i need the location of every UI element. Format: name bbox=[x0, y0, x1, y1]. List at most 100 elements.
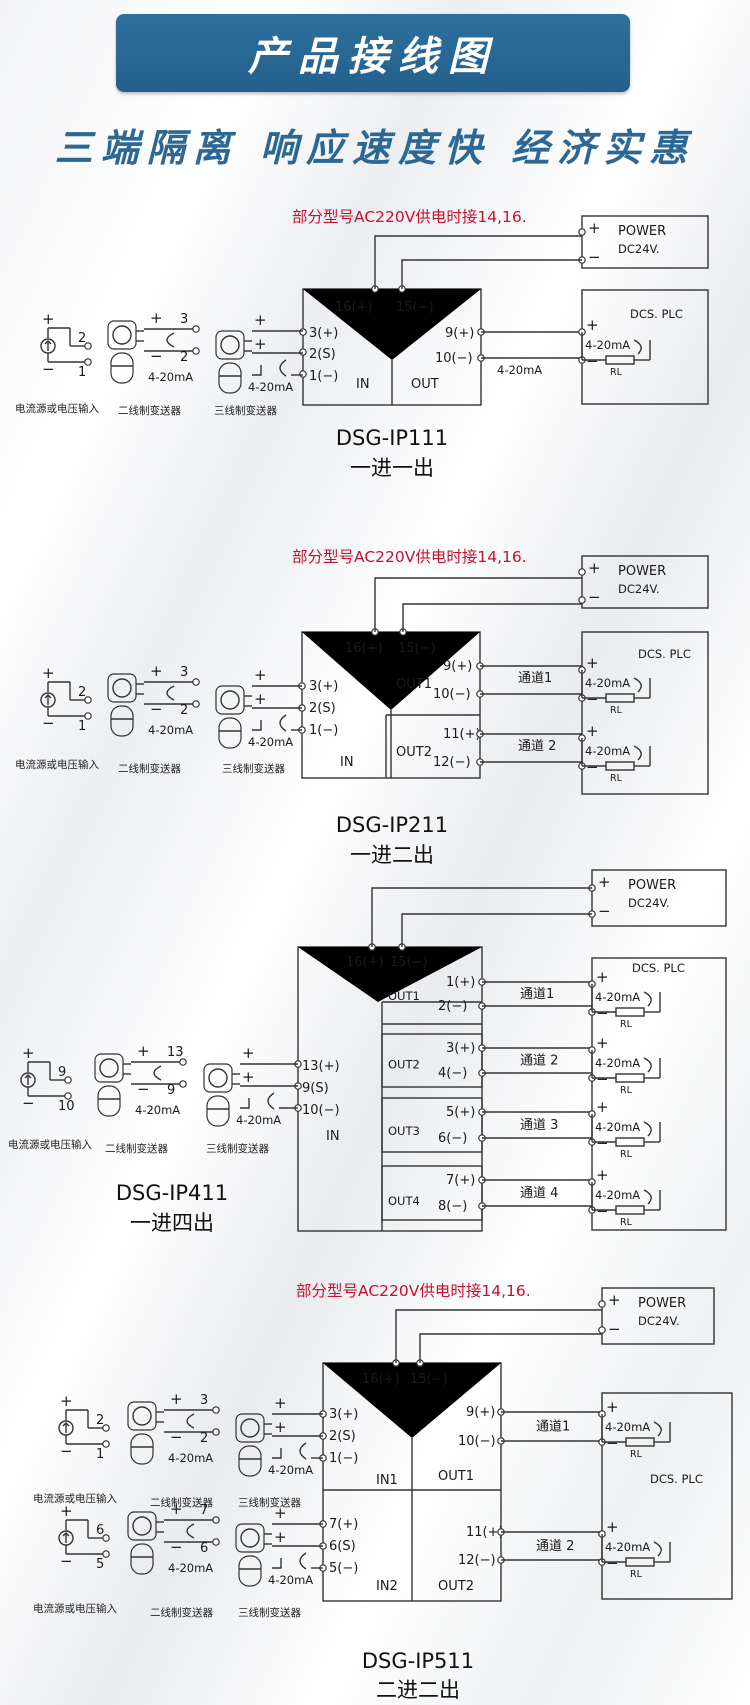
current-source-icon: +21− bbox=[40, 310, 92, 380]
power-voltage: DC24V. bbox=[618, 242, 660, 256]
current-range: 4-20mA bbox=[148, 370, 193, 384]
terminal-label: 16(+) bbox=[345, 641, 383, 656]
plus-sign: + bbox=[274, 1418, 287, 1436]
plus-sign: + bbox=[274, 1394, 287, 1412]
plus-sign: + bbox=[598, 873, 611, 891]
terminal-label: 1(+) bbox=[446, 975, 475, 990]
rl-label: RL bbox=[630, 1449, 643, 1460]
terminal-label: 11(+) bbox=[466, 1525, 504, 1540]
output-name: OUT1 bbox=[396, 677, 432, 692]
loop-arrow bbox=[267, 1092, 275, 1110]
loop-arrow bbox=[653, 1541, 662, 1557]
plus-sign: + bbox=[42, 664, 55, 682]
output-name: OUT2 bbox=[438, 1579, 474, 1594]
loop-arrow bbox=[299, 1442, 307, 1460]
minus-sign: − bbox=[598, 902, 611, 920]
module-triangle bbox=[298, 947, 482, 1002]
loop-arrow bbox=[186, 1413, 195, 1429]
sensor-body bbox=[97, 1085, 121, 1117]
plus-sign: + bbox=[596, 968, 609, 986]
terminal-dot bbox=[192, 325, 200, 333]
dcs-box bbox=[581, 631, 709, 795]
terminal-number: 3 bbox=[200, 1393, 208, 1408]
loop-arrow bbox=[279, 714, 287, 732]
loop-arrow bbox=[643, 991, 652, 1007]
plus-sign: + bbox=[596, 1034, 609, 1052]
terminal-label: 16(+) bbox=[346, 955, 384, 970]
current-range: 4-20mA bbox=[595, 1188, 640, 1202]
rl-resistor bbox=[625, 1437, 655, 1447]
wire bbox=[252, 365, 262, 376]
terminal-label: 9(+) bbox=[445, 326, 474, 341]
terminal-dot bbox=[212, 1538, 220, 1546]
source-caption: 电流源或电压输入 bbox=[33, 1492, 117, 1505]
terminal-label: 10(−) bbox=[302, 1103, 340, 1118]
in-label: IN bbox=[356, 377, 370, 392]
rl-resistor bbox=[615, 1007, 645, 1017]
terminal-label: 3(+) bbox=[329, 1407, 358, 1422]
plus-sign: + bbox=[596, 1166, 609, 1184]
terminal-label: 12(−) bbox=[458, 1553, 496, 1568]
mode-name: 一进二出 bbox=[350, 843, 434, 867]
source-caption: 电流源或电压输入 bbox=[8, 1138, 92, 1151]
terminal-dot bbox=[102, 1534, 110, 1542]
source-caption: 电流源或电压输入 bbox=[15, 402, 99, 415]
power-label: POWER bbox=[638, 1296, 686, 1311]
three-wire-transmitter-icon bbox=[203, 1063, 240, 1127]
terminal-number: 2 bbox=[180, 350, 188, 365]
two-wire-caption: 二线制变送器 bbox=[118, 404, 181, 417]
current-range: 4-20mA bbox=[605, 1420, 650, 1434]
loop-arrow bbox=[153, 1065, 162, 1081]
terminal-dot bbox=[84, 342, 92, 350]
sensor-face bbox=[112, 678, 132, 698]
current-range: 4-20mA bbox=[595, 1056, 640, 1070]
current-range: 4-20mA bbox=[248, 380, 293, 394]
sensor-face bbox=[220, 690, 240, 710]
arrow bbox=[24, 1074, 32, 1079]
two-wire-transmitter-icon bbox=[127, 1511, 164, 1575]
terminal-number: 1 bbox=[78, 719, 86, 734]
plus-sign: + bbox=[606, 1398, 619, 1416]
module-triangle bbox=[302, 632, 480, 710]
terminal-label: 10(−) bbox=[458, 1434, 496, 1449]
terminal-label: 16(+) bbox=[335, 300, 373, 315]
terminal-number: 9 bbox=[167, 1083, 175, 1098]
arrow bbox=[44, 340, 52, 345]
sensor-head bbox=[235, 1413, 265, 1443]
minus-sign: − bbox=[586, 758, 599, 776]
rl-resistor bbox=[605, 761, 635, 771]
sensor-face bbox=[132, 1406, 152, 1426]
terminal-dot bbox=[84, 358, 92, 366]
sensor-face bbox=[240, 1528, 260, 1548]
loop-arrow bbox=[186, 1523, 195, 1539]
terminal-label: 1(−) bbox=[309, 723, 338, 738]
power-box bbox=[581, 215, 709, 269]
plus-sign: + bbox=[254, 666, 267, 684]
terminal-label: 16(+) bbox=[362, 1372, 400, 1387]
wire bbox=[419, 1333, 602, 1363]
output-name: OUT2 bbox=[396, 745, 432, 760]
terminal-label: 2(S) bbox=[309, 701, 336, 716]
sensor-body bbox=[110, 705, 134, 737]
current-range: 4-20mA bbox=[585, 338, 630, 352]
ac-note: 部分型号AC220V供电时接14,16. bbox=[292, 208, 527, 226]
three-wire-caption: 三线制变送器 bbox=[214, 404, 277, 417]
sensor-body bbox=[130, 1543, 154, 1575]
plus-sign: + bbox=[60, 1502, 73, 1520]
current-range: 4-20mA bbox=[248, 735, 293, 749]
plus-sign: + bbox=[242, 1044, 255, 1062]
model-name: DSG-IP211 bbox=[336, 813, 448, 837]
plus-sign: + bbox=[274, 1528, 287, 1546]
loop-arrow bbox=[279, 359, 287, 377]
terminal-dot bbox=[64, 1092, 72, 1100]
arrow bbox=[44, 694, 52, 699]
terminal-number: 6 bbox=[96, 1523, 104, 1538]
arrow bbox=[62, 1532, 70, 1537]
minus-sign: − bbox=[596, 1202, 609, 1220]
terminal-label: 3(+) bbox=[446, 1041, 475, 1056]
three-wire-transmitter-icon bbox=[215, 330, 252, 394]
power-label: POWER bbox=[628, 878, 676, 893]
terminal-dot bbox=[598, 1300, 606, 1308]
wire bbox=[240, 1098, 250, 1109]
terminal-dot bbox=[578, 596, 586, 604]
